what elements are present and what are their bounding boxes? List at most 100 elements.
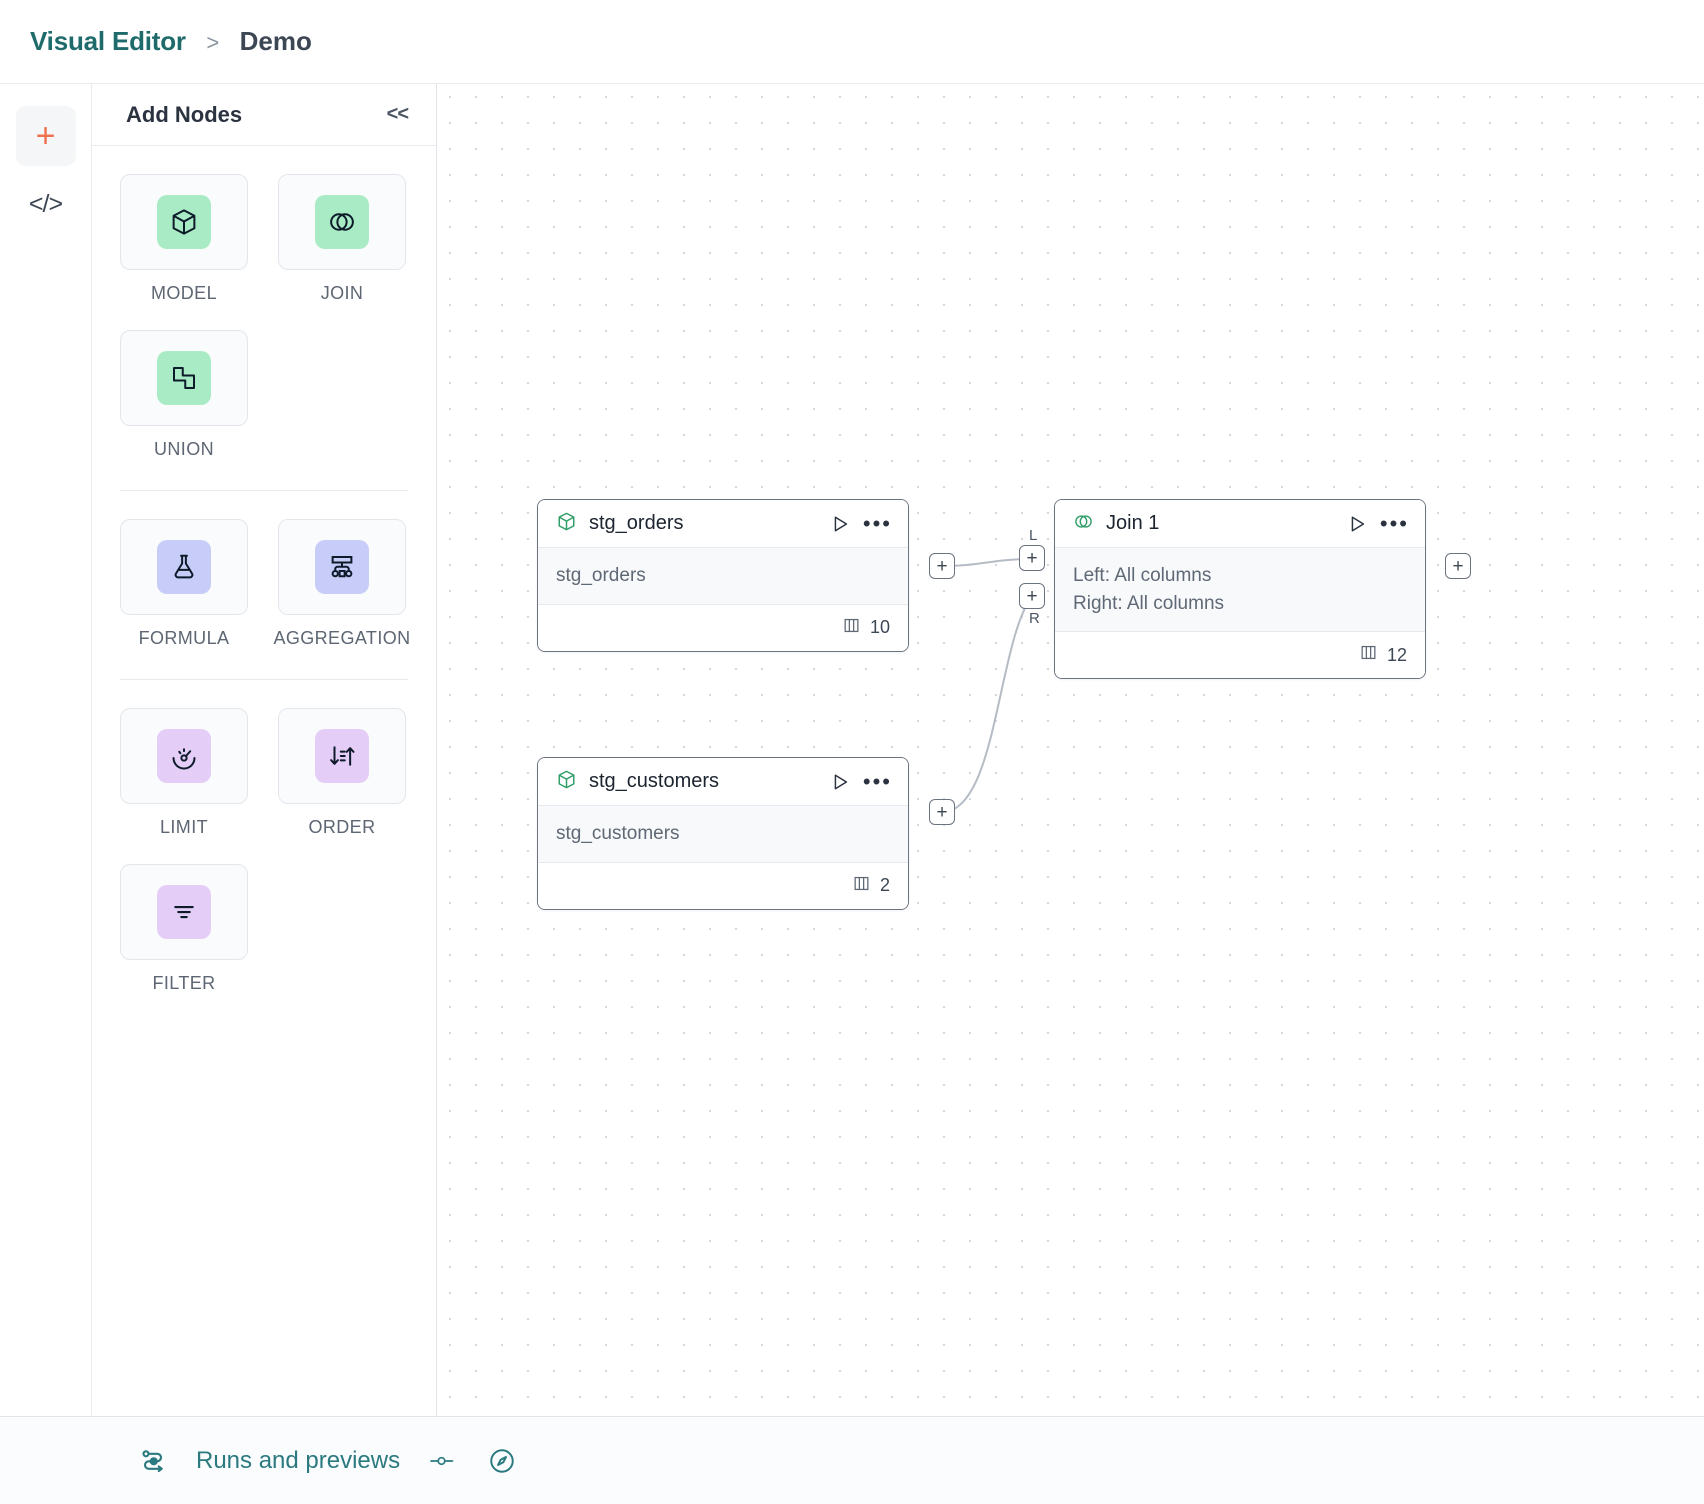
palette-item-aggregation[interactable]: AGGREGATION bbox=[273, 519, 410, 649]
output-handle-stg-orders[interactable]: + bbox=[929, 553, 955, 579]
palette-item-label: UNION bbox=[154, 439, 214, 459]
right-input-handle-join-1[interactable]: + bbox=[1019, 583, 1045, 609]
node-tile bbox=[278, 708, 406, 804]
node-tile bbox=[120, 864, 248, 960]
node-group-sources: MODEL JOIN bbox=[120, 174, 408, 460]
node-group-transforms: FORMULA bbox=[120, 519, 410, 649]
palette-item-model[interactable]: MODEL bbox=[120, 174, 248, 304]
node-body-line-left: Left: All columns bbox=[1073, 565, 1212, 586]
node-body-line: stg_customers bbox=[556, 823, 680, 844]
node-menu-button[interactable]: ••• bbox=[862, 510, 892, 536]
node-body: Left: All columns Right: All columns bbox=[1055, 548, 1425, 633]
graph-node-join-1[interactable]: Join 1 ••• Left: All columns Right: All … bbox=[1054, 499, 1426, 680]
node-footer: 10 bbox=[538, 604, 908, 651]
node-tile bbox=[278, 174, 406, 270]
cube-icon bbox=[556, 511, 577, 537]
filter-icon bbox=[157, 885, 211, 939]
right-input-label: R bbox=[1029, 610, 1040, 627]
palette-item-label: LIMIT bbox=[159, 817, 208, 837]
runs-icon bbox=[138, 1446, 168, 1476]
flask-icon bbox=[157, 540, 211, 594]
node-title: stg_customers bbox=[589, 770, 720, 792]
cube-icon bbox=[157, 195, 211, 249]
palette-item-label: JOIN bbox=[320, 283, 364, 303]
breadcrumb-leaf: Demo bbox=[239, 26, 312, 56]
add-nodes-panel: Add Nodes << bbox=[92, 84, 437, 1416]
node-menu-button[interactable]: ••• bbox=[1379, 510, 1409, 536]
output-handle-stg-customers[interactable]: + bbox=[929, 799, 955, 825]
columns-icon bbox=[1359, 643, 1378, 667]
palette-divider bbox=[120, 490, 408, 491]
column-count: 10 bbox=[869, 617, 890, 638]
palette-item-union[interactable]: UNION bbox=[120, 330, 248, 460]
code-view-button[interactable]: </> bbox=[16, 174, 76, 234]
columns-icon bbox=[852, 874, 871, 898]
main-body: + </> Add Nodes << bbox=[0, 84, 1704, 1416]
panel-title: Add Nodes bbox=[126, 101, 243, 127]
node-header: stg_orders ••• bbox=[538, 500, 908, 548]
plus-icon: + bbox=[35, 117, 56, 155]
collapse-panel-button[interactable]: << bbox=[386, 103, 409, 125]
run-node-button[interactable] bbox=[829, 771, 851, 793]
compass-icon[interactable] bbox=[488, 1447, 516, 1475]
add-nodes-header: Add Nodes << bbox=[92, 84, 436, 146]
node-group-refine: LIMIT ORDER bbox=[120, 708, 408, 994]
gauge-icon bbox=[157, 729, 211, 783]
palette-item-order[interactable]: ORDER bbox=[278, 708, 406, 838]
runs-and-previews-label[interactable]: Runs and previews bbox=[196, 1446, 401, 1474]
node-body: stg_orders bbox=[538, 548, 908, 605]
breadcrumb: Visual Editor > Demo bbox=[30, 26, 312, 57]
edge-customers-to-join bbox=[941, 595, 1033, 813]
node-body-line-right: Right: All columns bbox=[1073, 592, 1225, 614]
node-body-line: stg_orders bbox=[556, 565, 646, 586]
node-body: stg_customers bbox=[538, 806, 908, 863]
palette-item-label: FILTER bbox=[152, 973, 216, 993]
left-input-label: L bbox=[1029, 527, 1038, 544]
palette-item-label: FORMULA bbox=[138, 628, 230, 648]
palette-item-formula[interactable]: FORMULA bbox=[120, 519, 248, 649]
left-input-handle-join-1[interactable]: + bbox=[1019, 545, 1045, 571]
columns-icon bbox=[842, 616, 861, 640]
node-footer: 12 bbox=[1055, 632, 1425, 679]
hierarchy-icon bbox=[315, 540, 369, 594]
column-count: 2 bbox=[879, 875, 890, 896]
toggle-icon[interactable] bbox=[428, 1452, 460, 1470]
venn-icon bbox=[315, 195, 369, 249]
bottom-toolbar: Runs and previews bbox=[0, 1416, 1704, 1504]
breadcrumb-root[interactable]: Visual Editor bbox=[30, 26, 186, 56]
node-tile bbox=[120, 330, 248, 426]
graph-node-stg-customers[interactable]: stg_customers ••• stg_customers 2 bbox=[537, 757, 909, 910]
header-bar: Visual Editor > Demo bbox=[0, 0, 1704, 84]
sort-icon bbox=[315, 729, 369, 783]
node-tile bbox=[120, 519, 248, 615]
code-icon: </> bbox=[28, 189, 63, 218]
node-tile bbox=[120, 708, 248, 804]
palette-item-join[interactable]: JOIN bbox=[278, 174, 406, 304]
node-tile bbox=[120, 174, 248, 270]
palette-divider bbox=[120, 679, 408, 680]
palette-item-label: ORDER bbox=[308, 817, 376, 837]
node-footer: 2 bbox=[538, 862, 908, 909]
palette-item-filter[interactable]: FILTER bbox=[120, 864, 248, 994]
node-header: stg_customers ••• bbox=[538, 758, 908, 806]
node-palette-body: MODEL JOIN bbox=[92, 146, 436, 1416]
node-tile bbox=[278, 519, 406, 615]
node-header: Join 1 ••• bbox=[1055, 500, 1425, 548]
palette-item-label: AGGREGATION bbox=[273, 628, 411, 648]
run-node-button[interactable] bbox=[829, 513, 851, 535]
venn-icon bbox=[1073, 511, 1094, 537]
add-node-button[interactable]: + bbox=[15, 106, 76, 166]
graph-node-stg-orders[interactable]: stg_orders ••• stg_orders 10 bbox=[537, 499, 909, 652]
node-title: Join 1 bbox=[1106, 512, 1160, 534]
union-icon bbox=[157, 351, 211, 405]
node-menu-button[interactable]: ••• bbox=[862, 768, 892, 794]
breadcrumb-separator: > bbox=[206, 30, 220, 55]
palette-item-limit[interactable]: LIMIT bbox=[120, 708, 248, 838]
graph-canvas[interactable]: stg_orders ••• stg_orders 10 bbox=[437, 84, 1704, 1416]
run-node-button[interactable] bbox=[1346, 513, 1368, 535]
column-count: 12 bbox=[1386, 644, 1407, 665]
palette-item-label: MODEL bbox=[150, 283, 217, 303]
cube-icon bbox=[556, 769, 577, 795]
output-handle-join-1[interactable]: + bbox=[1445, 553, 1471, 579]
